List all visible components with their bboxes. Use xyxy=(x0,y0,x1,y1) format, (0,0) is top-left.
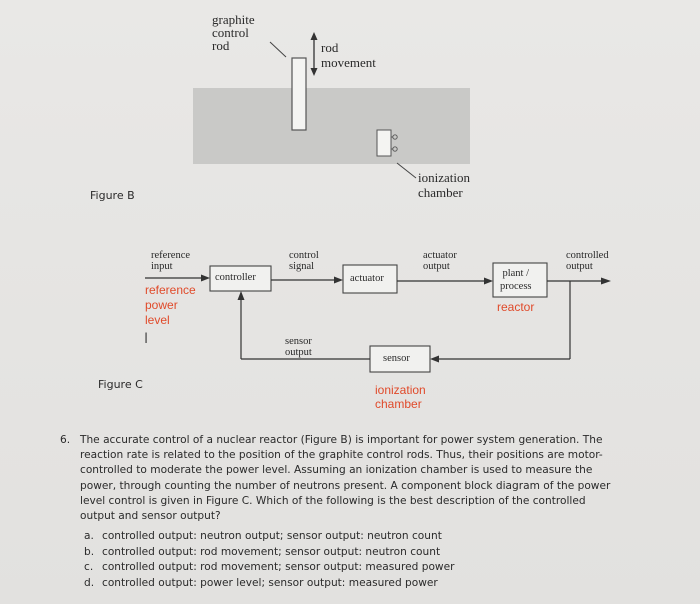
actuator-block xyxy=(342,264,398,294)
answer-option-c[interactable]: c. controlled output: rod movement; senso… xyxy=(84,557,454,573)
annotation-reference-power-level: reference power level xyxy=(145,283,196,328)
answer-option-b[interactable]: b. controlled output: rod movement; senso… xyxy=(84,542,454,558)
label-line: rod xyxy=(321,40,339,55)
label-line: actuator xyxy=(423,250,457,261)
graphite-pointer-line xyxy=(269,41,287,58)
question-line: level control is given in Figure C. Whic… xyxy=(80,494,586,507)
question-line: output and sensor output? xyxy=(80,510,221,523)
sensor-output-label: sensor output xyxy=(285,336,312,358)
question-line: controlled to moderate the power level. … xyxy=(80,464,593,477)
control-signal-label: control signal xyxy=(289,250,319,272)
label-line: ionization xyxy=(418,170,470,185)
option-letter: b. xyxy=(84,545,95,558)
option-text: controlled output: neutron output; senso… xyxy=(102,530,442,542)
text-cursor-icon: I xyxy=(144,331,149,347)
option-letter: d. xyxy=(84,576,95,589)
plant-process-label: plant / process xyxy=(500,267,532,293)
label-line: chamber xyxy=(418,185,463,200)
question-number: 6. xyxy=(60,434,71,446)
answer-option-a[interactable]: a. controlled output: neutron output; sen… xyxy=(84,526,454,542)
answer-option-d[interactable]: d. controlled output: power level; sensor… xyxy=(84,573,454,589)
option-text: controlled output: rod movement; sensor … xyxy=(102,561,455,573)
graphite-control-rod xyxy=(291,57,307,131)
label-line: level xyxy=(145,313,170,327)
label-line: movement xyxy=(321,55,376,70)
annotation-ionization-chamber: ionization chamber xyxy=(375,383,426,411)
reference-input-label: reference input xyxy=(151,250,190,272)
label-line: rod xyxy=(212,38,230,53)
figure-c-caption: Figure C xyxy=(98,378,143,391)
option-letter: a. xyxy=(84,530,94,542)
controlled-output-label: controlled output xyxy=(566,250,609,272)
actuator-label: actuator xyxy=(350,273,384,284)
sensor-block xyxy=(369,345,431,373)
label-line: process xyxy=(500,281,532,292)
label-line: controlled xyxy=(566,250,609,261)
ionization-chamber-label: ionization chamber xyxy=(418,170,470,200)
label-line: reference xyxy=(145,283,196,297)
label-line: output xyxy=(285,347,312,358)
label-line: output xyxy=(423,261,450,272)
label-line: control xyxy=(289,250,319,261)
label-line: ionization xyxy=(375,383,426,397)
label-line: plant / xyxy=(502,268,530,279)
arrow-down-icon xyxy=(310,68,318,76)
question-line: reaction rate is related to the position… xyxy=(80,449,603,462)
ionization-chamber xyxy=(376,129,392,157)
actuator-output-label: actuator output xyxy=(423,250,457,272)
controller-label: controller xyxy=(215,272,256,283)
sensor-label: sensor xyxy=(383,353,410,364)
ionization-pointer-line xyxy=(396,162,417,179)
reactor-core xyxy=(193,88,470,164)
label-line: signal xyxy=(289,261,315,272)
figure-b-caption: Figure B xyxy=(90,189,135,202)
arrow-up-icon xyxy=(310,32,318,40)
label-line: output xyxy=(566,261,593,272)
rod-movement-label: rod movement xyxy=(321,40,376,70)
label-line: graphite xyxy=(212,12,255,27)
option-letter: c. xyxy=(84,561,94,573)
label-line: control xyxy=(212,25,249,40)
question-line: power, through counting the number of ne… xyxy=(80,479,611,492)
label-line: reference xyxy=(151,250,191,261)
option-text: controlled output: rod movement; sensor … xyxy=(102,545,441,558)
label-line: power xyxy=(145,298,178,312)
graphite-control-rod-label: graphite control rod xyxy=(212,13,255,52)
question-line: The accurate control of a nuclear reacto… xyxy=(80,434,603,446)
option-text: controlled output: power level; sensor o… xyxy=(102,576,438,589)
answer-options: a. controlled output: neutron output; sen… xyxy=(84,526,454,589)
controller-block xyxy=(209,265,272,292)
annotation-reactor: reactor xyxy=(497,300,535,314)
label-line: chamber xyxy=(375,397,422,411)
question-text: The accurate control of a nuclear reacto… xyxy=(80,433,650,524)
label-line: sensor xyxy=(285,336,312,347)
plant-process-block xyxy=(492,262,548,298)
label-line: input xyxy=(151,261,173,272)
